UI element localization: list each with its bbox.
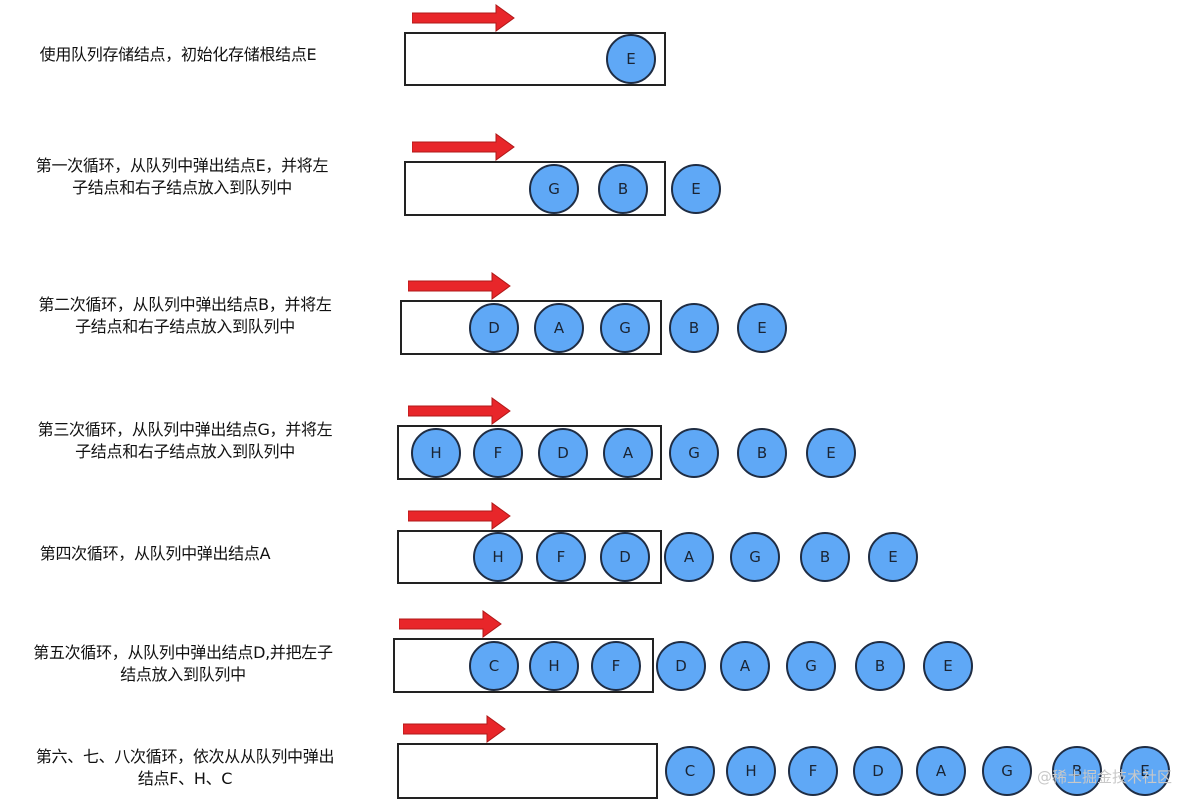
queue-node: C xyxy=(469,641,519,691)
popped-node: A xyxy=(916,746,966,796)
queue-node: H xyxy=(411,428,461,478)
popped-node: B xyxy=(669,303,719,353)
pointer-arrow-icon xyxy=(408,272,511,300)
queue-node: H xyxy=(529,641,579,691)
watermark-credit: @稀土掘金技术社区 xyxy=(1036,768,1172,786)
popped-node: E xyxy=(737,303,787,353)
queue-box xyxy=(397,743,658,799)
pointer-arrow-icon xyxy=(412,133,515,161)
step-caption: 第四次循环，从队列中弹出结点A xyxy=(39,544,271,563)
step-caption: 使用队列存储结点，初始化存储根结点E xyxy=(39,45,317,64)
queue-node: A xyxy=(603,428,653,478)
popped-node: F xyxy=(788,746,838,796)
popped-node: D xyxy=(656,641,706,691)
queue-box xyxy=(393,638,654,693)
popped-node: B xyxy=(855,641,905,691)
popped-node: E xyxy=(923,641,973,691)
popped-node: G xyxy=(982,746,1032,796)
popped-node: D xyxy=(853,746,903,796)
queue-node: D xyxy=(469,303,519,353)
step-caption: 第二次循环，从队列中弹出结点B，并将左 子结点和右子结点放入到队列中 xyxy=(38,295,332,336)
queue-node: A xyxy=(534,303,584,353)
queue-node: D xyxy=(600,532,650,582)
pointer-arrow-icon xyxy=(408,502,511,530)
queue-box xyxy=(404,32,666,86)
queue-node: F xyxy=(591,641,641,691)
queue-node: B xyxy=(598,164,648,214)
pointer-arrow-icon xyxy=(412,4,515,32)
pointer-arrow-icon xyxy=(399,610,502,638)
queue-box xyxy=(400,300,662,355)
queue-node: G xyxy=(529,164,579,214)
popped-node: B xyxy=(737,428,787,478)
popped-node: G xyxy=(730,532,780,582)
queue-box xyxy=(397,425,662,480)
queue-box xyxy=(404,161,666,216)
popped-node: E xyxy=(806,428,856,478)
popped-node: A xyxy=(720,641,770,691)
queue-node: F xyxy=(473,428,523,478)
popped-node: G xyxy=(669,428,719,478)
popped-node: B xyxy=(1052,746,1102,796)
queue-node: G xyxy=(600,303,650,353)
pointer-arrow-icon xyxy=(403,715,506,743)
popped-node: H xyxy=(726,746,776,796)
step-caption: 第一次循环，从队列中弹出结点E，并将左 子结点和右子结点放入到队列中 xyxy=(35,156,329,197)
popped-node: B xyxy=(800,532,850,582)
queue-node: H xyxy=(473,532,523,582)
queue-node: F xyxy=(536,532,586,582)
step-caption: 第三次循环，从队列中弹出结点G，并将左 子结点和右子结点放入到队列中 xyxy=(37,420,333,461)
queue-node: E xyxy=(606,34,656,84)
queue-box xyxy=(397,530,662,584)
queue-node: D xyxy=(538,428,588,478)
popped-node: G xyxy=(786,641,836,691)
pointer-arrow-icon xyxy=(408,397,511,425)
popped-node: A xyxy=(664,532,714,582)
step-caption: 第五次循环，从队列中弹出结点D,并把左子 结点放入到队列中 xyxy=(33,643,333,684)
popped-node: E xyxy=(671,164,721,214)
popped-node: C xyxy=(665,746,715,796)
step-caption: 第六、七、八次循环，依次从从队列中弹出 结点F、H、C xyxy=(35,747,335,788)
popped-node: E xyxy=(868,532,918,582)
